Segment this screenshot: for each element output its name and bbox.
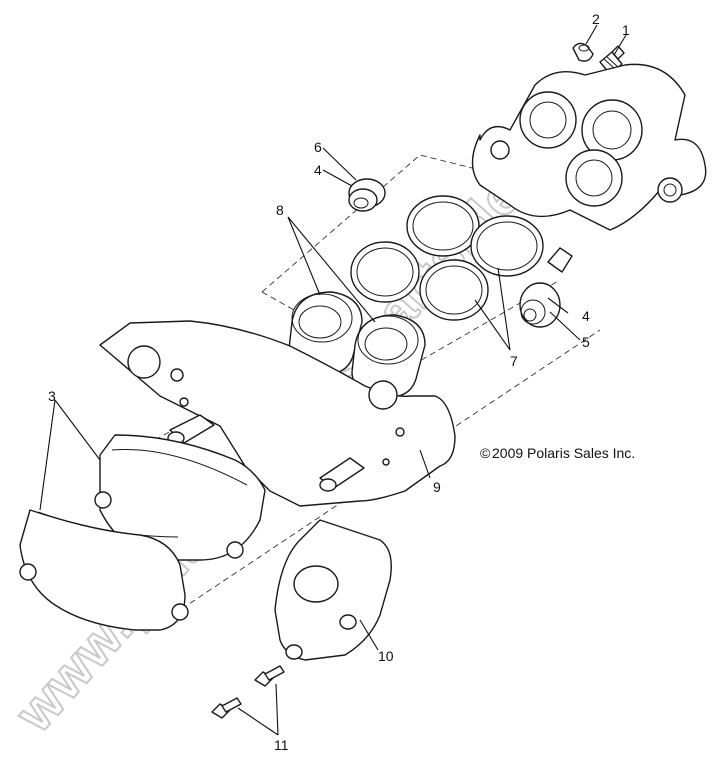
leader-lines <box>39 24 627 736</box>
pad-retainer <box>274 519 392 661</box>
callout-7: 7 <box>510 353 518 369</box>
callout-5: 5 <box>582 334 590 350</box>
callout-11: 11 <box>274 737 289 753</box>
callout-2: 2 <box>592 11 600 27</box>
callout-9: 9 <box>433 479 441 495</box>
piston-seals <box>350 195 544 321</box>
copyright-symbol: © <box>480 445 491 461</box>
callout-3: 3 <box>48 388 56 404</box>
bleeder-cap <box>572 42 594 62</box>
pin-boot-upper <box>348 178 386 212</box>
copyright-notice: © 2009 Polaris Sales Inc. <box>480 445 635 461</box>
bolts <box>211 665 285 719</box>
callout-1: 1 <box>622 22 630 38</box>
callouts: 1 2 6 4 8 4 5 7 3 9 10 11 <box>48 11 630 753</box>
callout-10: 10 <box>378 648 394 664</box>
copyright-text: 2009 Polaris Sales Inc. <box>492 445 635 461</box>
callout-4-upper: 4 <box>314 162 322 178</box>
callout-6: 6 <box>314 139 322 155</box>
mounting-bracket <box>99 320 456 507</box>
caliper-body <box>471 63 707 231</box>
slide-pin-lower <box>519 247 573 328</box>
callout-8: 8 <box>276 202 284 218</box>
brake-pads <box>19 434 266 631</box>
callout-4-lower: 4 <box>582 308 590 324</box>
